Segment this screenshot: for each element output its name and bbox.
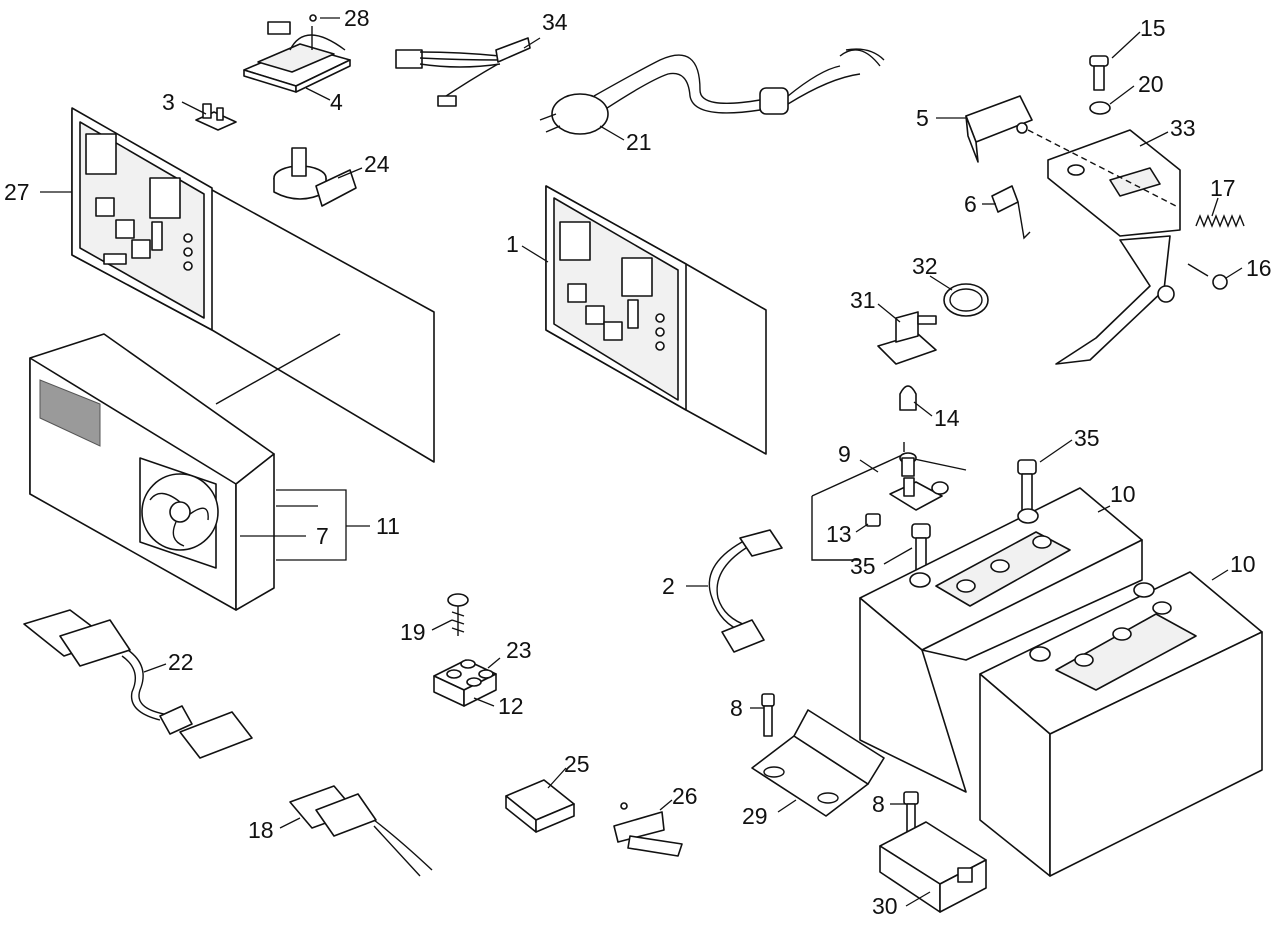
callout-10: 10 — [1230, 551, 1256, 577]
part-24-switch — [273, 147, 357, 207]
part-28-shaft — [309, 14, 317, 22]
part-34-harness — [395, 37, 531, 107]
part-22-connector-cable — [23, 609, 253, 759]
callout-16: 16 — [1246, 255, 1272, 281]
callout-22: 22 — [168, 649, 194, 675]
callout-2: 2 — [662, 573, 675, 599]
callout-labels: 28 4 3 27 24 34 21 1 15 20 5 33 17 6 16 … — [4, 5, 1272, 919]
part-35-bolt-upper — [1017, 459, 1037, 515]
callout-35: 35 — [850, 553, 876, 579]
part-26-clip — [613, 802, 683, 857]
callout-3: 3 — [162, 89, 175, 115]
leader-lines — [40, 17, 1243, 907]
part-5-microswitch — [965, 95, 1033, 163]
callout-4: 4 — [330, 89, 343, 115]
part-pedal-arm — [1055, 235, 1175, 365]
callout-30: 30 — [872, 893, 898, 919]
callout-24: 24 — [364, 151, 390, 177]
callout-12: 12 — [498, 693, 524, 719]
callout-19: 19 — [400, 619, 426, 645]
callout-35: 35 — [1074, 425, 1100, 451]
callout-28: 28 — [344, 5, 370, 31]
part-31-connector — [877, 311, 937, 365]
callout-20: 20 — [1138, 71, 1164, 97]
callout-27: 27 — [4, 179, 30, 205]
callout-15: 15 — [1140, 15, 1166, 41]
part-20-washer — [1089, 101, 1111, 115]
callout-23: 23 — [506, 637, 532, 663]
part-2-battery-cable — [708, 529, 783, 653]
part-25-connector — [505, 779, 575, 833]
callout-10: 10 — [1110, 481, 1136, 507]
part-13-insert — [865, 513, 881, 527]
callout-32: 32 — [912, 253, 938, 279]
callout-26: 26 — [672, 783, 698, 809]
callout-29: 29 — [742, 803, 768, 829]
callout-33: 33 — [1170, 115, 1196, 141]
part-14-cap — [899, 385, 917, 411]
part-27-control-board — [71, 107, 435, 463]
callout-7: 7 — [316, 523, 329, 549]
callout-8: 8 — [872, 791, 885, 817]
callout-25: 25 — [564, 751, 590, 777]
part-32-clamp-ring — [943, 283, 989, 317]
callout-31: 31 — [850, 287, 876, 313]
part-17-spring — [1195, 214, 1245, 228]
part-11-fan-housing — [29, 333, 275, 611]
callout-18: 18 — [248, 817, 274, 843]
part-9-terminal-set — [811, 442, 967, 561]
part-19-screw — [447, 593, 469, 636]
callout-34: 34 — [542, 9, 568, 35]
part-10-battery-rear — [859, 487, 1143, 793]
part-8-bolt-lower — [903, 791, 919, 835]
part-1-main-board — [545, 185, 767, 455]
callout-6: 6 — [964, 191, 977, 217]
callout-14: 14 — [934, 405, 960, 431]
callout-8: 8 — [730, 695, 743, 721]
part-29-bracket — [751, 709, 885, 817]
part-18-connector-wires — [289, 785, 433, 877]
part-10-battery-front — [979, 571, 1263, 877]
part-12-terminal-block — [433, 659, 497, 707]
part-3-sensor — [195, 103, 237, 131]
part-4-board — [243, 21, 351, 93]
part-8-bolt-upper — [761, 693, 775, 737]
callout-17: 17 — [1210, 175, 1236, 201]
callout-11: 11 — [376, 513, 400, 539]
callout-9: 9 — [838, 441, 851, 467]
part-33-bracket — [1027, 129, 1181, 237]
part-6-lever — [991, 185, 1031, 240]
part-15-screw — [1089, 55, 1109, 91]
callout-21: 21 — [626, 129, 652, 155]
callout-13: 13 — [826, 521, 852, 547]
callout-5: 5 — [916, 105, 929, 131]
part-16-screw — [1187, 263, 1228, 290]
callout-1: 1 — [506, 231, 519, 257]
part-21-power-cable — [539, 48, 885, 135]
part-35-bolt-lower — [911, 523, 931, 575]
